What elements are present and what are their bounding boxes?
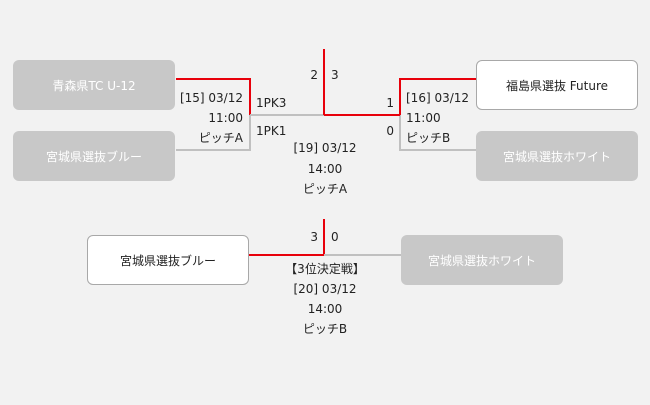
match-pitch: ピッチA	[198, 131, 243, 145]
final-score-left: 2	[310, 68, 318, 82]
match-number: [16] 03/12	[406, 91, 470, 105]
third-score-right: 0	[331, 230, 339, 244]
match-time: 11:00	[406, 111, 441, 125]
match-pitch: ピッチB	[302, 322, 348, 336]
final-score-right: 3	[331, 68, 339, 82]
team-miyagi-blue: 宮城県選抜ブルー	[13, 131, 175, 181]
connector-miyagi-white-lose	[399, 115, 476, 151]
match-number: [20] 03/12	[293, 282, 357, 296]
team-name: 宮城県選抜ブルー	[45, 149, 142, 164]
team-miyagi-white: 宮城県選抜ホワイト	[476, 131, 638, 181]
team-name: 宮城県選抜ブルー	[119, 253, 216, 268]
match-number: [15] 03/12	[179, 91, 243, 105]
third-place-title: 【3位決定戦】	[285, 262, 365, 276]
team-miyagi-white-third: 宮城県選抜ホワイト	[401, 235, 563, 285]
match-pitch: ピッチB	[406, 131, 451, 145]
team-name: 宮城県選抜ホワイト	[427, 253, 536, 268]
team-miyagi-blue-third: 宮城県選抜ブルー	[87, 235, 249, 285]
match-number: [19] 03/12	[293, 141, 357, 155]
team-fukushima-future: 福島県選抜 Future	[476, 60, 638, 110]
score-bottom: 0	[386, 124, 394, 138]
match-pitch: ピッチA	[302, 182, 348, 196]
third-score-left: 3	[310, 230, 318, 244]
connector-aomori-win	[176, 78, 251, 115]
connector-fukushima-win	[399, 78, 476, 115]
pk-score-bottom: 1PK1	[256, 124, 287, 138]
match-time: 14:00	[307, 302, 343, 316]
team-name: 宮城県選抜ホワイト	[502, 149, 611, 164]
team-name: 青森県TC U-12	[52, 78, 136, 93]
score-top: 1	[386, 96, 394, 110]
match-time: 11:00	[208, 111, 243, 125]
connector-miyagi-blue-lose	[176, 115, 251, 151]
match-time: 14:00	[307, 162, 343, 176]
pk-score-top: 1PK3	[256, 96, 287, 110]
team-aomori-tc-u12: 青森県TC U-12	[13, 60, 175, 110]
team-name: 福島県選抜 Future	[505, 78, 609, 93]
